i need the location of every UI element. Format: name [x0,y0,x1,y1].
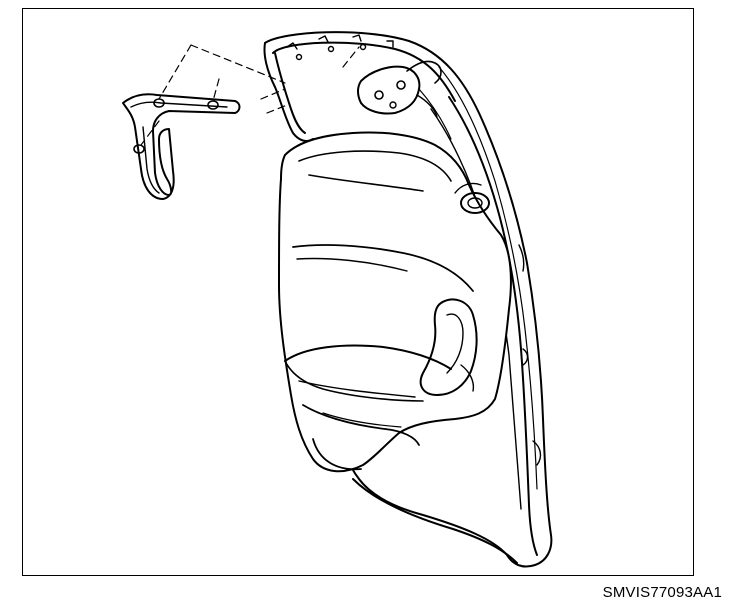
trim-bolster-line-lower [296,257,408,272]
install-line-top-return [158,44,192,100]
inner-handle-recess [454,182,482,194]
door-rear-edge-inner [448,96,538,556]
install-line-clip-3 [140,120,160,146]
garnish-inner-edge [130,101,228,108]
bracket-tab [416,94,438,118]
edge-rib-lower [532,440,542,466]
door-panel-exploded-drawing [122,31,553,568]
trim-upper-crease [308,174,424,192]
molding-fastener-1 [295,53,303,61]
inner-handle-lever [467,197,483,209]
map-pocket-lower [312,438,362,471]
trim-panel [278,131,512,473]
molding-clip-3 [352,34,362,42]
figure-id-label: SMVIS77093AA1 [602,584,722,601]
install-line-molding [342,46,360,68]
edge-clip-a [522,348,529,366]
edge-rib-upper [518,244,525,272]
window-frame-pillar [274,52,306,134]
window-frame-top-rail [263,42,314,142]
map-pocket-lip [322,412,402,428]
weatherstrip-line [438,66,538,490]
garnish-clip-2 [207,100,219,110]
install-line-clip-2 [212,78,220,102]
garnish-outline [122,93,241,200]
install-line-rail [260,88,286,100]
install-line-top [190,44,286,84]
window-molding-clips [286,34,394,61]
rear-bracket-body [357,65,421,115]
rear-bracket-assembly [357,60,452,140]
bracket-bolt-b [396,80,406,90]
bracket-bolt-c [389,101,397,109]
molding-fastener-3 [359,43,367,51]
installation-lines [140,44,360,146]
molding-clip-2 [318,35,329,43]
pull-handle-pocket [460,364,475,392]
map-pocket-outline [302,404,420,446]
trim-upper-contour [298,150,452,182]
door-outer-outline [264,31,553,568]
armrest-shelf-front [284,360,424,402]
diagram-frame [22,8,694,576]
pull-handle-cutout [419,298,478,396]
armrest-shelf-rim [298,380,416,398]
trim-panel-outline [278,131,512,473]
pull-handle-inner [446,313,464,374]
bracket-cable [418,88,452,140]
garnish-leg-edge [142,126,160,194]
install-line-rail-b [266,104,288,114]
bracket-link-arm [406,60,442,84]
door-lower-hem [352,478,518,564]
garnish-clip-3 [133,144,145,154]
molding-fastener-2 [327,45,335,53]
pillar-garnish-part [122,93,241,200]
molding-clip-4 [386,40,394,48]
armrest-shelf [284,344,452,370]
trim-bolster-line [292,244,474,292]
bracket-bolt-a [374,90,384,100]
molding-clip-1 [286,42,298,50]
inner-handle-bezel [460,192,490,214]
